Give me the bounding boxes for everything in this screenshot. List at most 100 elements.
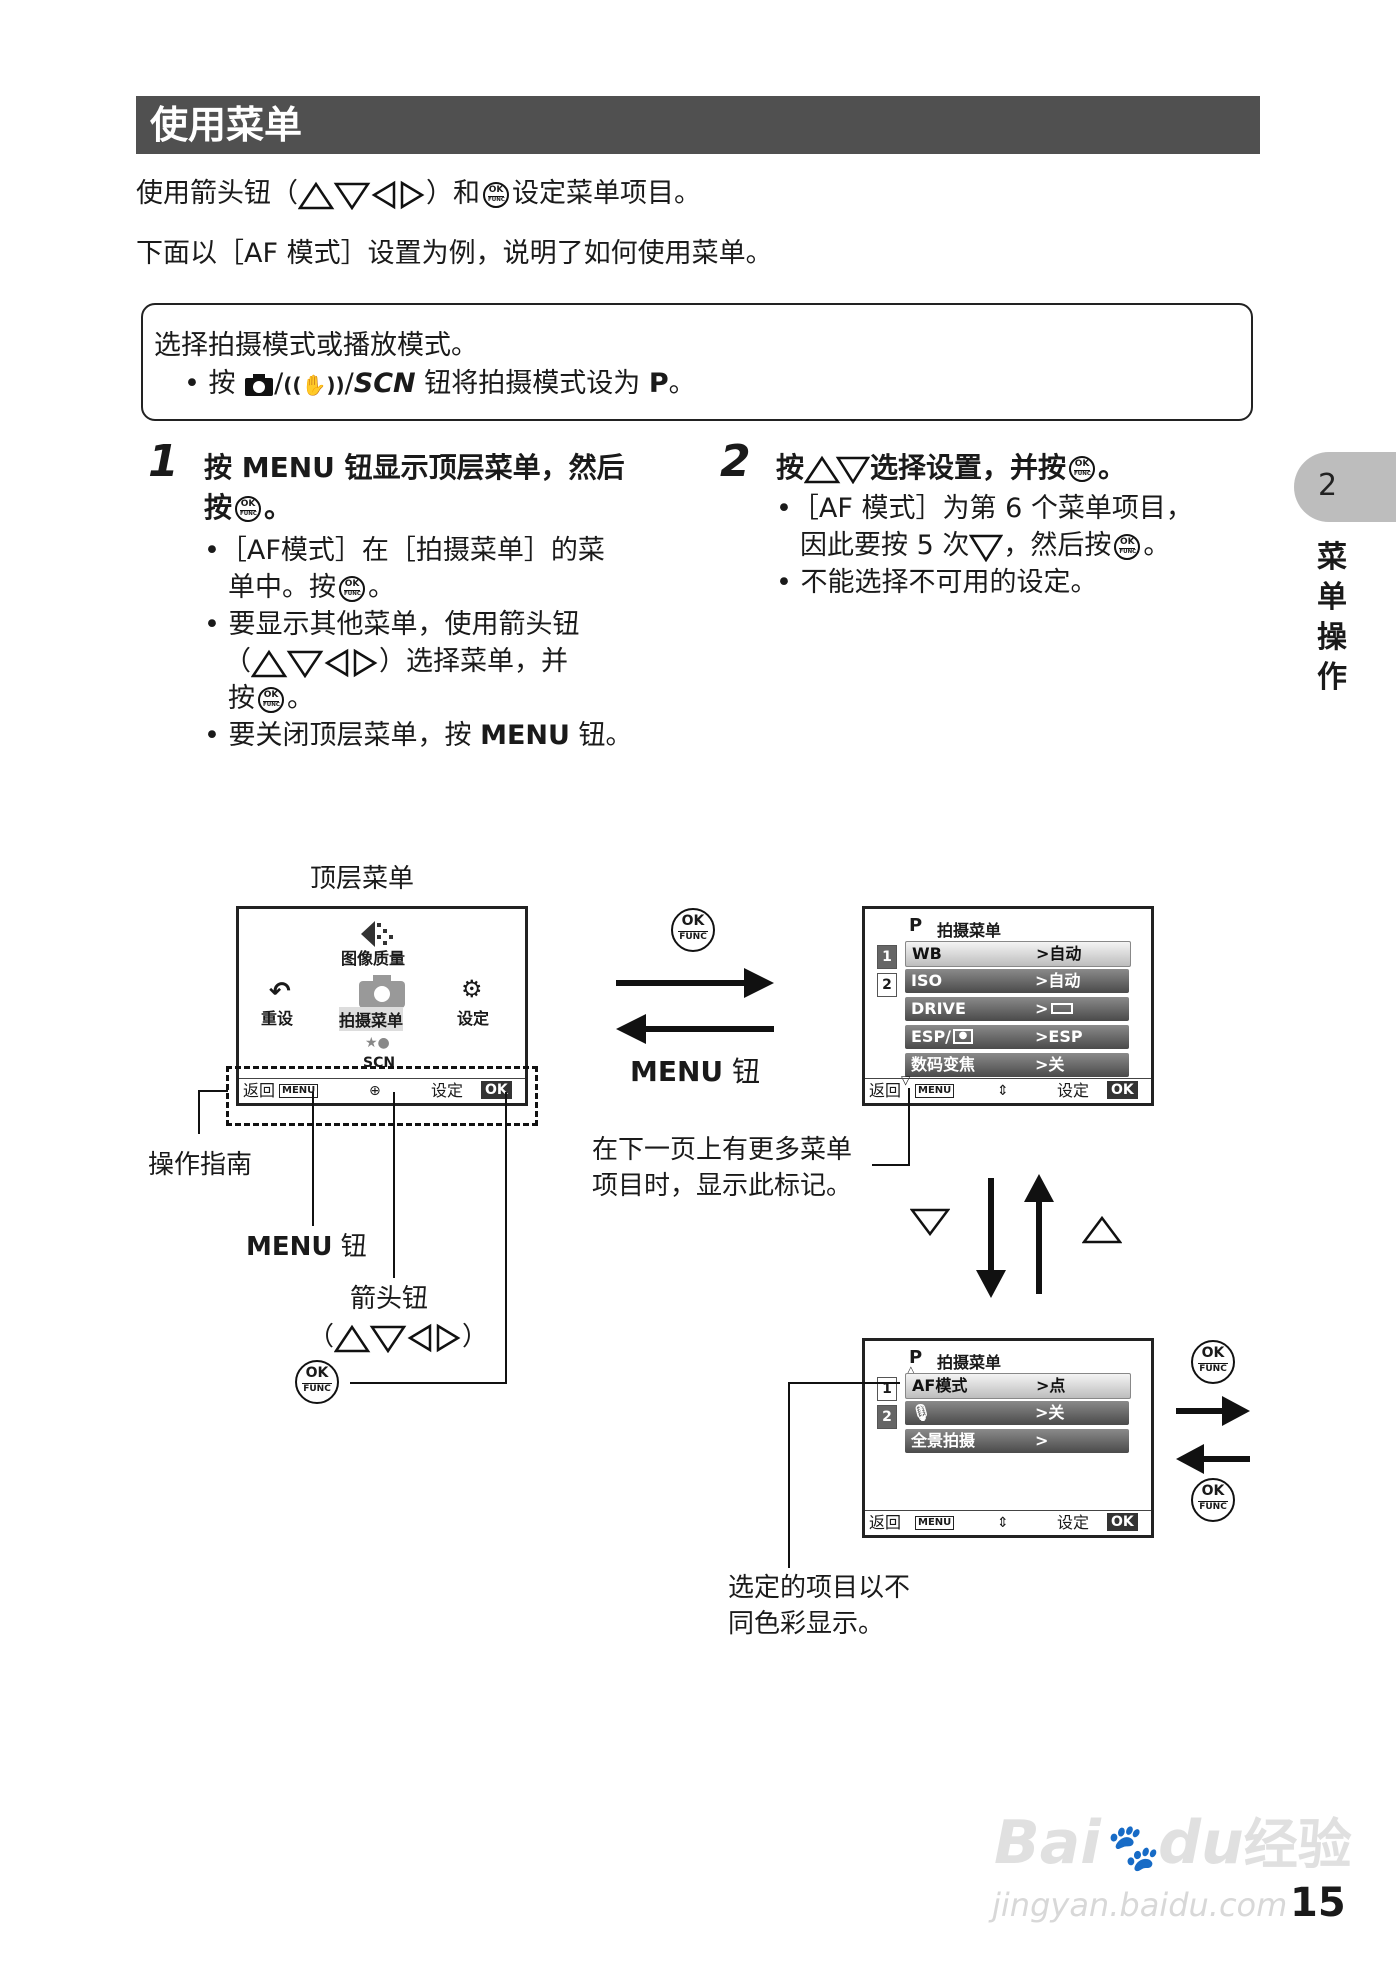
camera-icon [244,368,274,399]
ok-func-icon [235,496,262,522]
guide-set: 设定 [431,1081,464,1100]
menu-button-label: MENU [246,1232,333,1262]
step-1-bullet-1a: •［AF模式］在［拍摄菜单］的菜 [204,535,605,566]
item-value: >自动 [1035,971,1081,990]
ok-func-icon [1114,533,1141,560]
guide-back: 返回 [243,1081,276,1100]
selected-item-note: 选定的项目以不 同色彩显示。 [728,1570,910,1642]
item-value: >自动 [1036,944,1082,963]
step-text: 按 [204,491,233,524]
top-menu-caption: 顶层菜单 [310,864,415,894]
ok-func-icon [258,686,284,713]
item-value: >关 [1035,1403,1065,1422]
scn-icon: ★● [365,1035,390,1051]
menu-item-digital-zoom[interactable]: 数码变焦>关 [905,1053,1129,1077]
menu-item-panorama[interactable]: 全景拍摄> [905,1429,1129,1453]
step-1-bullet-2b: （）选择菜单，并 [204,643,674,680]
menu-item-af-mode[interactable]: AF模式 >点 [905,1373,1131,1399]
intro-text: 设定菜单项目。 [512,178,701,209]
box-bullet: • 按 /((✋))/SCN 钮将拍摄模式设为 P。 [184,366,696,403]
ok-func-icon [671,908,715,952]
baidu-watermark: Bai🐾du经验 [994,1800,1352,1879]
shooting-menu-page-2: P 拍摄菜单 △ 1 2 AF模式>点 🎙>关 全景拍摄> 返回 MENU ⇕ … [862,1338,1154,1538]
up-down-arrows-icon [803,451,871,485]
intro-line-2: 下面以［AF 模式］设置为例，说明了如何使用菜单。 [136,238,773,269]
menu-item-microphone[interactable]: 🎙 >关 [905,1401,1129,1425]
chapter-label: 菜单操作 [1317,540,1347,695]
page-number: 15 [1290,1880,1346,1926]
callout-line [788,1382,790,1568]
back-arrow-icon [616,1014,774,1048]
step-text: ）选择菜单，并 [379,646,568,677]
menu-item-wb[interactable]: WB >自动 [905,941,1131,967]
step-text: 钮显示顶层菜单，然后 [334,451,625,484]
callout-line [198,1090,200,1134]
callout-line [908,1088,910,1166]
setup-icon: ⚙ [461,975,483,1003]
box-text: 钮将拍摄模式设为 [415,368,649,399]
note-line: 选定的项目以不 [728,1573,911,1603]
menu-item-esp[interactable]: ESP/●>ESP [905,1025,1129,1049]
intro-line-1: 使用箭头钮（）和设定菜单项目。 [136,176,701,212]
ok-func-exit [1188,1478,1238,1522]
down-arrow-icon [976,1178,1006,1302]
step-text: 选择设置，并按 [870,451,1067,484]
operation-guide-bar: 返回 MENU ⇕ 设定 OK [865,1510,1151,1535]
watermark-text: du [1158,1808,1244,1878]
menu-header: 拍摄菜单 [937,921,1002,940]
image-quality-icon [359,919,399,953]
camera-icon [357,973,407,1013]
microphone-icon: 🎙 [911,1403,932,1422]
callout-line [198,1090,228,1092]
op-guide-label: 操作指南 [148,1150,253,1180]
page-tab-2[interactable]: 2 [877,1405,897,1429]
item-label: AF模式 [912,1376,968,1395]
p-mode-label: P [648,368,669,399]
item-value: >点 [1036,1376,1066,1395]
note-line: 同色彩显示。 [728,1609,885,1639]
page-tab-1[interactable]: 1 [877,945,897,969]
ok-func-icon [339,575,365,602]
guide-ok-key: OK [481,1081,512,1099]
step-2-bullets: •［AF 模式］为第 6 个菜单项目， 因此要按 5 次，然后按。 • 不能选择… [776,490,1246,601]
item-value: >关 [1035,1055,1065,1074]
intro-text: ）和 [426,178,480,209]
menu-button-label: MENU [630,1055,724,1088]
step-2-bullet-2: • 不能选择不可用的设定。 [776,567,1098,598]
step-text: 。 [287,683,314,714]
page-tab-2[interactable]: 2 [877,973,897,997]
step-2-number: 2 [720,436,751,487]
step-text: • 要关闭顶层菜单，按 [204,720,481,751]
note-line: 项目时，显示此标记。 [592,1171,853,1201]
item-label: WB [912,944,942,963]
callout-text: 钮 [332,1232,367,1262]
step-2-bullet-1b: 因此要按 5 次，然后按。 [776,527,1246,564]
menu-button-label: MENU [241,451,335,484]
item-label: ESP/ [911,1027,952,1046]
arrow-pad-icon [297,178,426,210]
arrow-button-callout: （） [308,1316,488,1353]
callout-line [393,1092,395,1278]
box-text: 。 [668,368,696,399]
ok-func-callout [292,1360,342,1404]
box-text: • 按 [184,368,245,399]
page-tab-1[interactable]: 1 [877,1377,897,1401]
callout-line [350,1382,507,1384]
up-down-small-icon: ⇕ [997,1083,1009,1099]
operation-guide-bar: 返回 MENU ⇕ 设定 OK [865,1078,1151,1103]
menu-item-iso[interactable]: ISO>自动 [905,969,1129,993]
menu-item-drive[interactable]: DRIVE> [905,997,1129,1021]
step-text: 按 [204,451,242,484]
step-1-bullet-3: • 要关闭顶层菜单，按 MENU 钮。 [204,717,674,754]
ok-func-icon [295,1360,339,1404]
step-text: 。 [368,572,395,603]
mode-indicator: P [909,1347,923,1368]
mode-indicator: P [909,915,923,936]
step-2-bullet-1a: •［AF 模式］为第 6 个菜单项目， [776,493,1193,524]
callout-line [505,1092,507,1382]
ok-func-icon [1191,1340,1235,1384]
item-value: >ESP [1035,1027,1083,1046]
image-quality-label: 图像质量 [341,949,406,968]
menu-header: 拍摄菜单 [937,1353,1002,1372]
